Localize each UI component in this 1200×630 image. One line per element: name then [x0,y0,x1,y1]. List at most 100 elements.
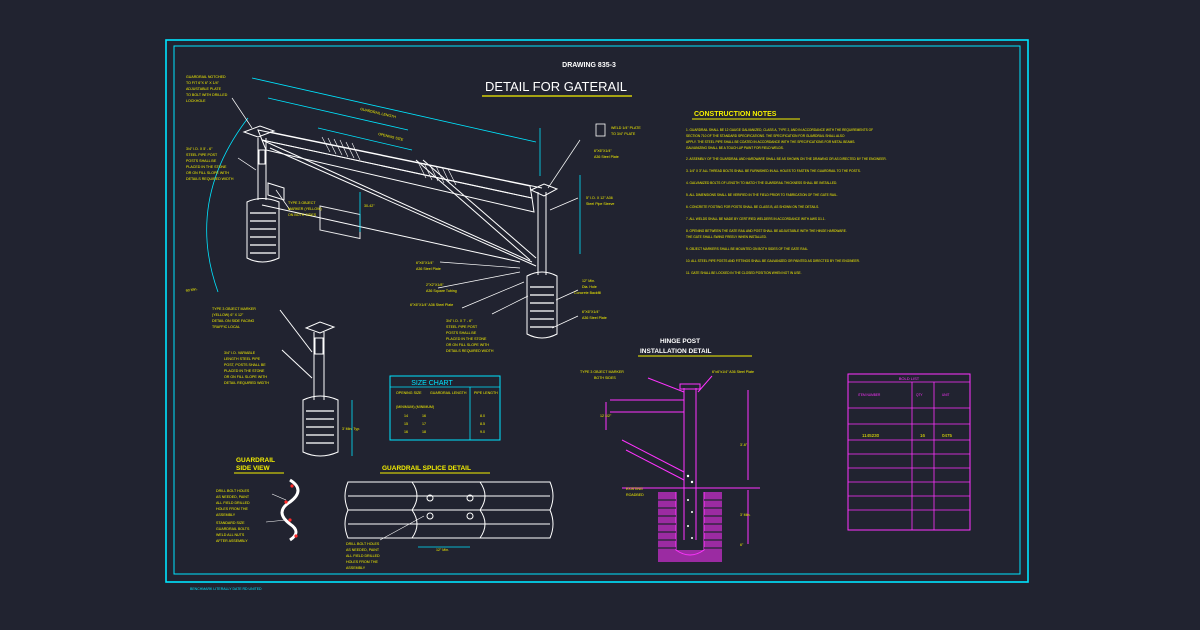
side-view-title: SIDE VIEW [236,465,270,472]
hinge-dim: 3' Min. [740,513,750,517]
svg-text:POST, POSTS SHALL BE: POST, POSTS SHALL BE [224,363,266,367]
svg-text:DETAIL REQUIRED WIDTH: DETAIL REQUIRED WIDTH [224,381,269,385]
svg-text:STEEL PIPE POST: STEEL PIPE POST [186,153,218,157]
hinge-title: HINGE POST [660,338,700,345]
svg-text:HOLES FROM THE: HOLES FROM THE [346,560,378,564]
svg-text:6"x6"x1/4" A36 Steel Plate: 6"x6"x1/4" A36 Steel Plate [712,370,754,374]
svg-text:ROADBED: ROADBED [626,493,644,497]
svg-text:HOLES FROM THE: HOLES FROM THE [216,507,248,511]
svg-text:TYPE 3 OBJECT MARKER: TYPE 3 OBJECT MARKER [580,370,624,374]
svg-text:WELD ALL NUTS: WELD ALL NUTS [216,533,245,537]
callout-plate-lower: 6"X6"X1/4" A36 Steel Plate [410,303,453,307]
callout-plate-right: 6"X6"X1/4" A36 Steel Plate [582,310,607,320]
notes-list: 1. GUARDRAIL SHALL BE 12 GAUGE GALVANIZE… [686,128,887,275]
note-line: SECTION 710 OF THE STANDARD SPECIFICATIO… [686,134,845,138]
size-chart-header: OPENING SIZE [396,391,422,395]
svg-text:TO 3/4" PLATE: TO 3/4" PLATE [611,132,636,136]
note-line: 4. GALVANIZED BOLTS OF LENGTH TO MATCH T… [686,181,837,185]
note-line: 6. CONCRETE FOOTING FOR POSTS SHALL BE C… [686,205,819,209]
note-line: 10. ALL STEEL PIPE POSTS AND FITTINGS SH… [686,259,860,263]
svg-text:Steel Pipe Sleeve: Steel Pipe Sleeve [586,202,614,206]
size-chart-cell: 17 [422,422,426,426]
svg-text:TYPE 3 OBJECT: TYPE 3 OBJECT [288,201,316,205]
size-chart-subheader: (MINIMUM) (MINIMUM) [396,405,434,409]
svg-text:12" Min.: 12" Min. [582,279,595,283]
dim-depth: 3' Min. Typ. [342,427,360,431]
hinge-detail-section: HINGE POST INSTALLATION DETAIL TYPE 3 OB… [580,338,760,562]
bill-header: UNIT [942,393,949,397]
footing-texture [250,212,554,328]
svg-text:OR ON FILL SLOPE WITH: OR ON FILL SLOPE WITH [186,171,229,175]
svg-text:LENGTH STEEL PIPE: LENGTH STEEL PIPE [224,357,261,361]
size-chart-cell: 14 [404,414,408,418]
svg-text:PLACED IN THE STONE: PLACED IN THE STONE [446,337,487,341]
size-chart-cell: 16 [404,430,408,434]
svg-text:TO BOLT WITH DRILLED: TO BOLT WITH DRILLED [186,93,228,97]
splice-dim: 12" Min. [436,548,449,552]
note-line: 9. OBJECT MARKERS SHALL BE MOUNTED ON BO… [686,247,808,251]
callout-pipe-sleeve: 5" I.D. X 12" A36 Steel Pipe Sleeve [586,196,614,206]
svg-text:6"X6"X1/4" A36 Steel Plate: 6"X6"X1/4" A36 Steel Plate [410,303,453,307]
drawing-number: DRAWING 835-3 [562,62,616,69]
callout-object-marker-mid: TYPE 3 OBJECT MARKER (YELLOW) ON BOTH SI… [288,201,322,217]
svg-text:A36 Steel Plate: A36 Steel Plate [582,316,607,320]
svg-text:3/4" I.D. X 5' - 6": 3/4" I.D. X 5' - 6" [186,147,213,151]
note-line: APPLY. THE STEEL PIPE SHALL BE COATED IN… [686,140,855,144]
svg-text:Concrete Backfill: Concrete Backfill [574,291,601,295]
svg-text:AS NEEDED, PAINT: AS NEEDED, PAINT [346,548,380,552]
svg-text:WELD 1/4" PLATE: WELD 1/4" PLATE [611,126,641,130]
lower-footing-texture [306,410,334,444]
svg-text:A36 Steel Plate: A36 Steel Plate [416,267,441,271]
svg-text:STEEL PIPE POST: STEEL PIPE POST [446,325,478,329]
svg-text:PLACED IN THE STONE: PLACED IN THE STONE [186,165,227,169]
svg-text:PLACED IN THE STONE: PLACED IN THE STONE [224,369,265,373]
svg-text:6"X6"X1/4": 6"X6"X1/4" [582,310,600,314]
callout-plate-mid: 6"X6"X1/4" A36 Steel Plate [416,261,441,271]
svg-text:DETAILS REQUIRED WIDTH: DETAILS REQUIRED WIDTH [446,349,494,353]
svg-text:2"X2"X1/8": 2"X2"X1/8" [426,283,444,287]
svg-text:DETAILS REQUIRED WIDTH: DETAILS REQUIRED WIDTH [186,177,234,181]
svg-text:(YELLOW) 6" X 12": (YELLOW) 6" X 12" [212,313,244,317]
size-chart-cell: 18 [422,430,426,434]
svg-text:GUARDRAIL NOTCHED: GUARDRAIL NOTCHED [186,75,226,79]
svg-text:6"X6"X1/4": 6"X6"X1/4" [594,149,612,153]
notes-heading: CONSTRUCTION NOTES [694,111,777,118]
note-line: 2. ASSEMBLY OF THE GUARDRAIL AND HARDWAR… [686,157,887,161]
side-view-title: GUARDRAIL [236,457,275,464]
size-chart-cell: 9.0 [480,430,485,434]
dimension-lines [206,77,581,456]
svg-text:ADJUSTABLE PLATE: ADJUSTABLE PLATE [186,87,222,91]
size-chart-cell: 8.5 [480,422,485,426]
svg-text:STANDARD SIZE: STANDARD SIZE [216,521,245,525]
svg-text:TRAFFIC LOCAL: TRAFFIC LOCAL [212,325,240,329]
bill-title: BOLD LIST [899,376,920,381]
leader-lines [231,97,581,329]
note-line: 1. GUARDRAIL SHALL BE 12 GAUGE GALVANIZE… [686,128,873,132]
svg-text:ON BOTH SIDES: ON BOTH SIDES [288,213,317,217]
size-chart-title: SIZE CHART [411,380,453,387]
bill-cell: 16 [920,433,926,438]
svg-text:TYPE 3 OBJECT MARKER: TYPE 3 OBJECT MARKER [212,307,256,311]
splice-title: GUARDRAIL SPLICE DETAIL [382,465,471,472]
svg-text:3/4" I.D. X 7' - 6": 3/4" I.D. X 7' - 6" [446,319,473,323]
outer-border [165,39,1029,583]
svg-text:ASSEMBLY: ASSEMBLY [216,513,236,517]
size-chart-header: GUARDRAIL LENGTH [430,391,467,395]
hinge-dim: 12 1/2" [600,414,612,418]
note-line: 3. 1/4" X 3" ALL THREAD BOLTS SHALL BE F… [686,169,861,173]
bill-header: QTY [916,393,923,397]
note-line: 7. ALL WELDS SHALL BE MADE BY CERTIFIED … [686,217,826,221]
callout-weld-plate: WELD 1/4" PLATE TO 3/4" PLATE [595,123,641,137]
svg-text:DETAIL ON SIDE FACING: DETAIL ON SIDE FACING [212,319,255,323]
note-line: 5. ALL DIMENSIONS SHALL BE VERIFIED IN T… [686,193,838,197]
callout-guardrail-top: GUARDRAIL NOTCHED TO FIT 6"X 6" X 1/4" A… [186,75,228,103]
size-chart-cell: 15 [404,422,408,426]
svg-text:AS NEEDED, PAINT: AS NEEDED, PAINT [216,495,250,499]
svg-text:A36 Square Tubing: A36 Square Tubing [426,289,457,293]
side-view-section: GUARDRAIL SIDE VIEW DRILL BOLT HOLES AS … [216,457,300,543]
bill-header: ITEM NUMBER [858,393,881,397]
svg-text:POSTS SHALL BE: POSTS SHALL BE [446,331,477,335]
svg-text:A36 Steel Plate: A36 Steel Plate [594,155,619,159]
callout-concrete: 12" Min. Dia. Hole Concrete Backfill [574,279,601,295]
